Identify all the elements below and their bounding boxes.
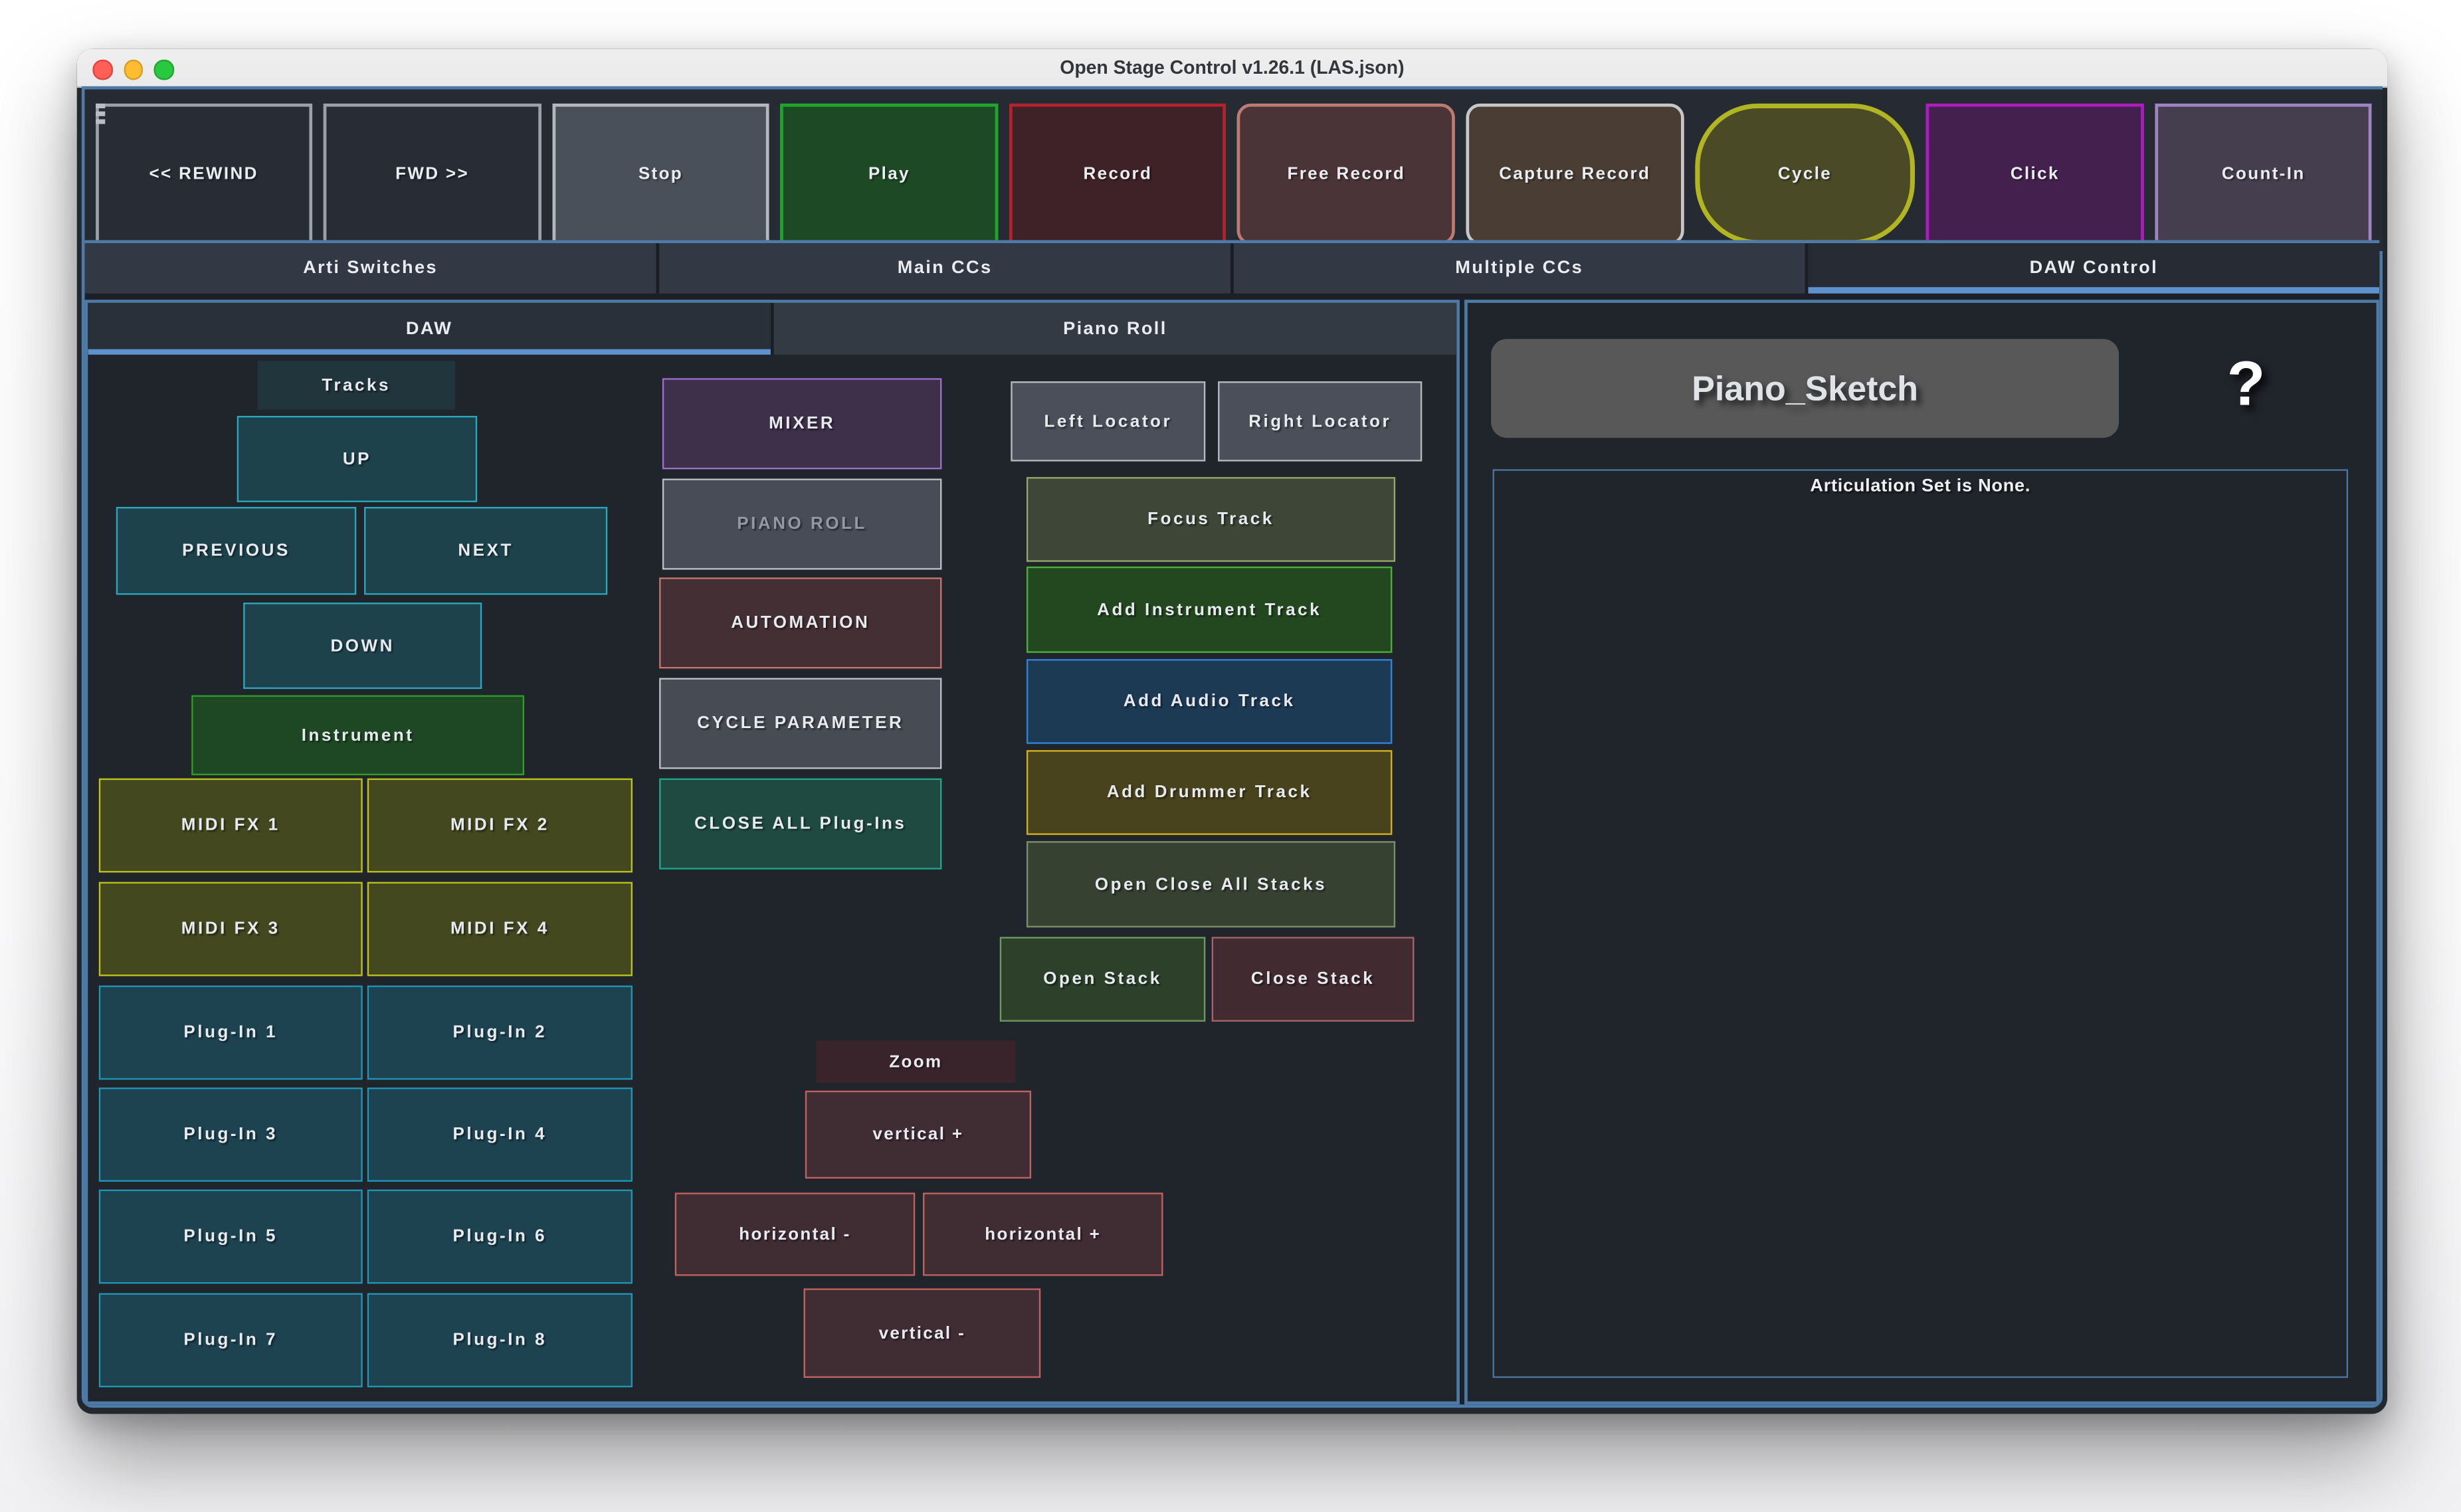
midi-fx-3-button[interactable]: MIDI FX 3	[98, 882, 363, 977]
help-icon[interactable]: ?	[2226, 349, 2266, 419]
app-content: << REWIND FWD >> Stop Play Record Free R…	[81, 86, 2383, 1408]
zoom-vertical-minus-button[interactable]: vertical -	[803, 1288, 1041, 1378]
transport-toolbar: << REWIND FWD >> Stop Play Record Free R…	[84, 89, 2383, 254]
midi-fx-2-button[interactable]: MIDI FX 2	[367, 778, 633, 873]
plug-in-8-button[interactable]: Plug-In 8	[367, 1293, 633, 1388]
click-button[interactable]: Click	[1926, 103, 2144, 245]
plug-in-2-button[interactable]: Plug-In 2	[367, 985, 633, 1080]
articulation-panel: Articulation Set is None.	[1492, 469, 2349, 1378]
plug-in-5-button[interactable]: Plug-In 5	[98, 1189, 363, 1284]
plug-in-4-button[interactable]: Plug-In 4	[367, 1087, 633, 1182]
right-locator-button[interactable]: Right Locator	[1218, 381, 1423, 462]
tracks-label: Tracks	[257, 361, 456, 410]
midi-fx-4-button[interactable]: MIDI FX 4	[367, 882, 633, 977]
window-title: Open Stage Control v1.26.1 (LAS.json)	[1060, 56, 1405, 79]
traffic-lights	[92, 59, 174, 80]
plug-in-6-button[interactable]: Plug-In 6	[367, 1189, 633, 1284]
tab-arti-switches[interactable]: Arti Switches	[84, 243, 656, 294]
play-button[interactable]: Play	[780, 103, 999, 245]
instrument-button[interactable]: Instrument	[191, 695, 525, 775]
add-instrument-track-button[interactable]: Add Instrument Track	[1026, 566, 1393, 653]
rewind-button[interactable]: << REWIND	[94, 103, 313, 245]
plug-in-3-button[interactable]: Plug-In 3	[98, 1087, 363, 1182]
track-previous-button[interactable]: PREVIOUS	[116, 507, 357, 595]
tab-main-ccs[interactable]: Main CCs	[659, 243, 1231, 294]
close-all-plugins-button[interactable]: CLOSE ALL Plug-Ins	[659, 778, 942, 870]
plug-in-1-button[interactable]: Plug-In 1	[98, 985, 363, 1080]
open-stack-button[interactable]: Open Stack	[999, 937, 1206, 1022]
free-record-button[interactable]: Free Record	[1237, 103, 1455, 245]
track-next-button[interactable]: NEXT	[364, 507, 608, 595]
daw-panel: DAW Piano Roll Tracks UP PREVIOUS NEXT D…	[84, 300, 1460, 1405]
track-name-display: Piano_Sketch	[1491, 339, 2119, 438]
menu-icon[interactable]	[96, 103, 105, 128]
zoom-horizontal-plus-button[interactable]: horizontal +	[923, 1192, 1163, 1276]
zoom-label: Zoom	[816, 1040, 1016, 1083]
stop-button[interactable]: Stop	[551, 103, 770, 245]
maximize-button[interactable]	[153, 59, 174, 80]
focus-track-button[interactable]: Focus Track	[1026, 477, 1396, 562]
app-window: Open Stage Control v1.26.1 (LAS.json) <<…	[76, 48, 2388, 1414]
track-up-button[interactable]: UP	[237, 416, 478, 502]
tab-multiple-ccs[interactable]: Multiple CCs	[1233, 243, 1805, 294]
cycle-button[interactable]: Cycle	[1694, 103, 1916, 245]
tab-daw-control[interactable]: DAW Control	[1808, 243, 2380, 294]
count-in-button[interactable]: Count-In	[2155, 103, 2373, 245]
titlebar: Open Stage Control v1.26.1 (LAS.json)	[76, 48, 2388, 88]
minimize-button[interactable]	[123, 59, 143, 80]
open-close-all-stacks-button[interactable]: Open Close All Stacks	[1026, 841, 1396, 928]
record-button[interactable]: Record	[1009, 103, 1227, 245]
add-audio-track-button[interactable]: Add Audio Track	[1026, 659, 1393, 744]
piano-roll-button[interactable]: PIANO ROLL	[662, 478, 942, 570]
daw-control-panel: Piano_Sketch ? Articulation Set is None.	[1464, 300, 2380, 1405]
track-down-button[interactable]: DOWN	[243, 603, 482, 690]
midi-fx-1-button[interactable]: MIDI FX 1	[98, 778, 363, 873]
close-button[interactable]	[92, 59, 112, 80]
forward-button[interactable]: FWD >>	[323, 103, 541, 245]
cycle-parameter-button[interactable]: CYCLE PARAMETER	[659, 678, 942, 769]
close-stack-button[interactable]: Close Stack	[1211, 937, 1415, 1022]
main-tabs: Arti Switches Main CCs Multiple CCs DAW …	[84, 240, 2380, 294]
zoom-vertical-plus-button[interactable]: vertical +	[805, 1090, 1032, 1179]
daw-subtabs: DAW Piano Roll	[88, 302, 1457, 355]
mixer-button[interactable]: MIXER	[662, 378, 942, 470]
subtab-piano-roll[interactable]: Piano Roll	[773, 302, 1457, 355]
automation-button[interactable]: AUTOMATION	[659, 577, 942, 669]
zoom-horizontal-minus-button[interactable]: horizontal -	[674, 1192, 916, 1276]
articulation-status: Articulation Set is None.	[1810, 477, 2031, 496]
left-locator-button[interactable]: Left Locator	[1011, 381, 1206, 462]
capture-record-button[interactable]: Capture Record	[1466, 103, 1684, 245]
add-drummer-track-button[interactable]: Add Drummer Track	[1026, 750, 1393, 835]
plug-in-7-button[interactable]: Plug-In 7	[98, 1293, 363, 1388]
subtab-daw[interactable]: DAW	[88, 302, 771, 355]
